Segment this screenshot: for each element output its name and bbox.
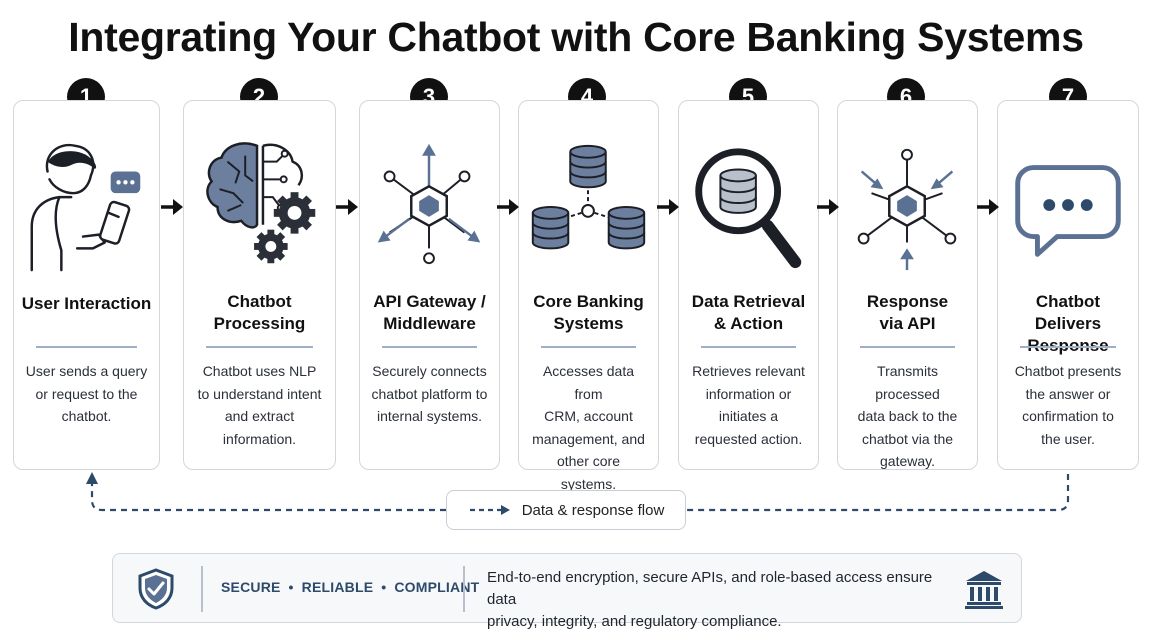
user-with-phone-icon xyxy=(30,143,141,272)
step-card-api-gateway: API Gateway /Middleware Securely connect… xyxy=(359,100,500,470)
divider xyxy=(1020,346,1116,348)
bank-building-icon xyxy=(965,571,1003,609)
flow-label-text: Data & response flow xyxy=(521,501,665,519)
tag-reliable: RELIABLE xyxy=(301,579,374,595)
return-flow-line xyxy=(86,472,1070,512)
arrow-right-icon xyxy=(497,199,519,215)
arrow-right-icon xyxy=(161,199,183,215)
security-tags: SECURE•RELIABLE•COMPLIANT xyxy=(221,579,480,595)
divider xyxy=(463,566,465,612)
divider xyxy=(541,346,636,348)
brain-gears-icon xyxy=(206,142,316,264)
divider xyxy=(206,346,313,348)
security-description: End-to-end encryption, secure APIs, and … xyxy=(487,569,933,630)
magnifier-database-icon xyxy=(695,148,802,269)
arrow-right-icon xyxy=(817,199,839,215)
divider xyxy=(36,346,137,348)
data-flow-label: Data & response flow xyxy=(446,490,686,530)
chat-bubble-icon xyxy=(1015,165,1121,257)
divider xyxy=(201,566,203,612)
arrow-right-icon xyxy=(657,199,679,215)
databases-icon xyxy=(531,144,646,250)
shield-check-icon xyxy=(138,568,174,610)
step-3-title: API Gateway /Middleware xyxy=(373,292,486,333)
arrow-right-icon xyxy=(336,199,358,215)
page-title: Integrating Your Chatbot with Core Banki… xyxy=(68,14,1084,60)
api-gateway-network-icon xyxy=(377,143,481,265)
divider xyxy=(382,346,477,348)
step-5-title: Data Retrieval& Action xyxy=(691,292,806,333)
step-1-title: User Interaction xyxy=(21,294,152,313)
divider xyxy=(860,346,955,348)
divider xyxy=(701,346,796,348)
api-inbound-network-icon xyxy=(857,148,957,271)
dashed-arrow-icon xyxy=(469,505,510,515)
tag-compliant: COMPLIANT xyxy=(394,579,480,595)
tag-secure: SECURE xyxy=(221,579,281,595)
security-banner: SECURE•RELIABLE•COMPLIANT End-to-end enc… xyxy=(112,553,1022,630)
arrow-right-icon xyxy=(977,199,999,215)
step-card-data-retrieval: Data Retrieval& Action Retrieves relevan… xyxy=(678,100,819,470)
